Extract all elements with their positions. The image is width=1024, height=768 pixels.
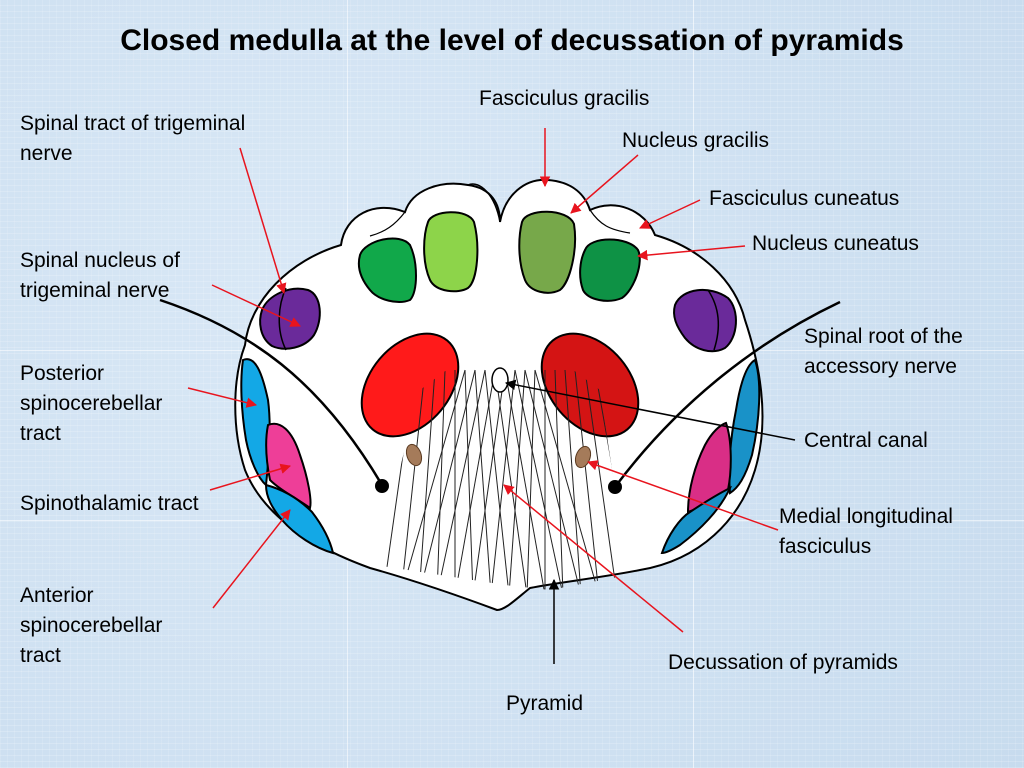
- medial-longitudinal-fasciculus-left: [405, 443, 423, 467]
- pointer-spinal-tract-trigeminal: [239, 147, 287, 295]
- decussation-fiber: [514, 369, 564, 590]
- label-spinal-root-accessory: Spinal root of the accessory nerve: [804, 325, 963, 378]
- fasciculus-gracilis-left: [423, 211, 479, 293]
- pointer-nucleus-gracilis: [570, 154, 639, 214]
- accessory-nerve-nucleus-right: [608, 480, 622, 494]
- decussation-fiber: [454, 369, 496, 590]
- decussation-fiber: [490, 369, 516, 590]
- label-medial-longitudinal: Medial longitudinal fasciculus: [779, 505, 953, 558]
- pyramidal-decussation-fibers: [375, 369, 628, 590]
- nucleus-cuneatus-left: [357, 237, 417, 303]
- posterior-median-sulcus: [467, 183, 501, 223]
- decussation-fiber: [574, 369, 600, 590]
- pointer-central-canal: [504, 379, 796, 441]
- pointer-anterior-spinocerebellar: [212, 509, 291, 609]
- decussation-fiber: [564, 369, 582, 590]
- accessory-nerve-root-left: [159, 298, 384, 486]
- pointer-posterior-spinocerebellar: [187, 387, 258, 408]
- decussation-fiber: [400, 369, 466, 590]
- decussation-fiber: [508, 369, 526, 590]
- central-canal: [491, 367, 509, 393]
- label-anterior-spinocerebellar: Anterior spinocerebellar tract: [20, 584, 163, 667]
- label-fasciculus-cuneatus: Fasciculus cuneatus: [709, 187, 900, 210]
- pointer-spinothalamic: [209, 463, 292, 491]
- posterolateral-sulcus: [369, 211, 406, 237]
- posterolateral-sulcus: [589, 209, 631, 234]
- decussation-fiber: [472, 369, 506, 590]
- decussation-fiber: [534, 369, 600, 590]
- medial-longitudinal-fasciculus-right: [574, 445, 592, 469]
- decussation-fiber: [436, 369, 446, 590]
- label-spinal-nucleus-trigeminal: Spinal nucleus of trigeminal nerve: [20, 249, 180, 302]
- decussation-fiber: [436, 369, 486, 590]
- trigeminal-nucleus-right: [673, 288, 737, 353]
- accessory-nerve-nucleus-left: [375, 479, 389, 493]
- decussation-fiber: [504, 369, 546, 590]
- posterior-spinocerebellar-tract-right: [728, 358, 761, 495]
- decussation-fiber: [400, 369, 426, 590]
- anterior-spinocerebellar-tract-left: [264, 483, 335, 555]
- label-decussation: Decussation of pyramids: [668, 651, 898, 674]
- decussation-fiber: [554, 369, 564, 590]
- label-central-canal: Central canal: [804, 429, 928, 452]
- label-spinothalamic: Spinothalamic tract: [20, 492, 199, 515]
- decussation-fiber: [418, 369, 436, 590]
- decussation-fiber: [464, 369, 474, 590]
- decussation-fiber: [474, 369, 492, 590]
- pointer-decussation: [503, 484, 684, 633]
- label-nucleus-cuneatus: Nucleus cuneatus: [752, 232, 919, 255]
- label-spinal-tract-trigeminal: Spinal tract of trigeminal nerve: [20, 112, 246, 165]
- pointer-fasciculus-cuneatus: [639, 199, 701, 229]
- pointer-spinal-nucleus-trigeminal: [211, 284, 301, 327]
- label-pyramid: Pyramid: [506, 692, 584, 715]
- accessory-nerve-root-right: [613, 300, 841, 488]
- spinothalamic-tract-right: [686, 421, 732, 514]
- corticospinal-tract-right: [540, 332, 640, 438]
- trigeminal-tract-boundary-right: [707, 289, 719, 351]
- decussation-fiber: [524, 369, 582, 590]
- label-posterior-spinocerebellar: Posterior spinocerebellar tract: [20, 362, 163, 445]
- label-nucleus-gracilis: Nucleus gracilis: [622, 129, 770, 152]
- corticospinal-tract-left: [360, 332, 460, 438]
- decussation-fiber: [494, 369, 528, 590]
- decussation-fiber: [484, 369, 510, 590]
- page-title: Closed medulla at the level of decussati…: [120, 24, 904, 57]
- decussation-fiber: [526, 369, 536, 590]
- label-fasciculus-gracilis: Fasciculus gracilis: [479, 87, 650, 110]
- anterior-spinocerebellar-tract-right: [660, 485, 733, 555]
- pointer-medial-longitudinal: [587, 460, 779, 531]
- fasciculus-gracilis-right: [518, 210, 576, 294]
- decussation-fiber: [584, 369, 618, 590]
- pointer-nucleus-cuneatus: [636, 245, 746, 261]
- nucleus-cuneatus-right: [579, 238, 641, 302]
- decussation-fiber: [418, 369, 476, 590]
